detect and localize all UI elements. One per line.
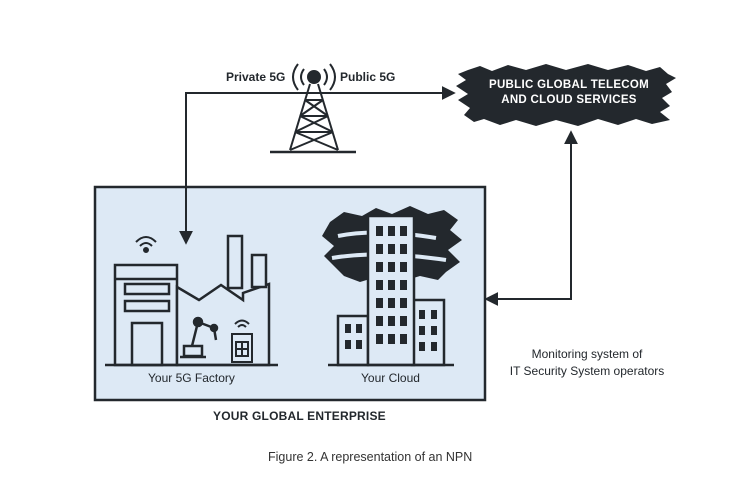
private-5g-label: Private 5G (226, 70, 286, 84)
wifi-icon (135, 236, 157, 253)
robot-arm-icon (180, 316, 219, 359)
monitoring-label-line1: Monitoring system of (531, 347, 643, 361)
sim-chip-icon (231, 319, 253, 363)
enterprise-title: YOUR GLOBAL ENTERPRISE (213, 409, 386, 423)
monitoring-label: Monitoring system of IT Security System … (494, 346, 680, 380)
services-label-line2: AND CLOUD SERVICES (501, 94, 637, 106)
connection-line-monitoring (484, 130, 578, 306)
skyscraper-windows (345, 226, 437, 351)
cloud-label: Your Cloud (361, 371, 420, 385)
public-5g-label: Public 5G (340, 70, 396, 84)
services-label: PUBLIC GLOBAL TELECOM AND CLOUD SERVICES (486, 78, 652, 108)
factory-label: Your 5G Factory (148, 371, 235, 385)
services-brush-background (456, 64, 676, 126)
connection-line-5g (179, 86, 456, 245)
monitoring-label-line2: IT Security System operators (509, 364, 665, 378)
figure-caption: Figure 2. A representation of an NPN (268, 450, 473, 464)
cell-tower-icon (270, 63, 356, 154)
services-label-line1: PUBLIC GLOBAL TELECOM (488, 79, 650, 91)
